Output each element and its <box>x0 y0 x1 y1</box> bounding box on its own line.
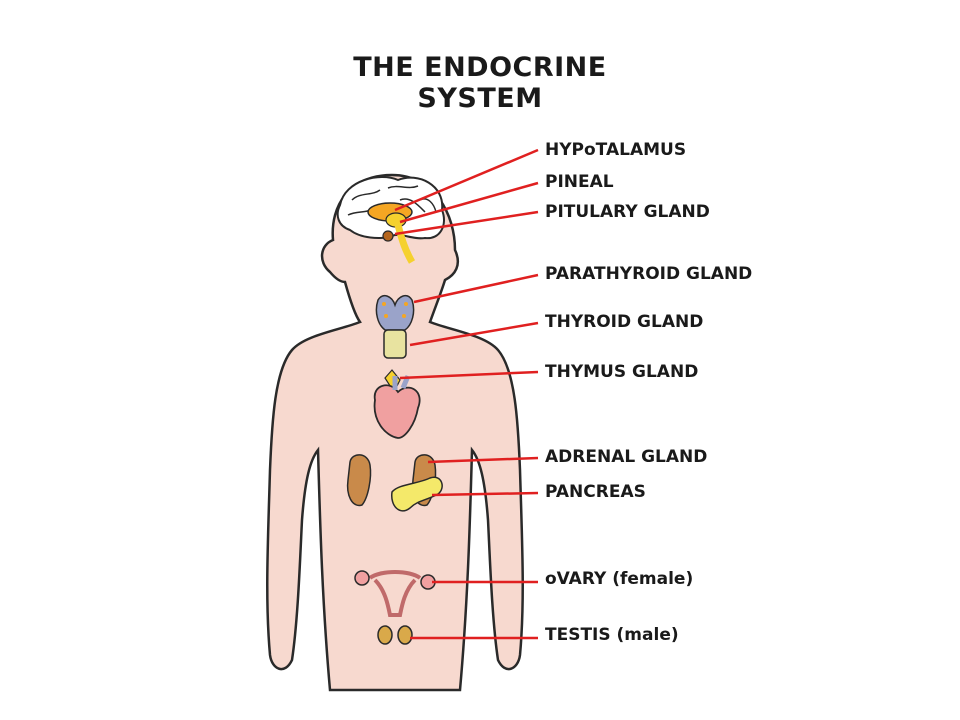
label-hypothalamus: HYPoTALAMUS <box>545 140 687 160</box>
right-testis-shape <box>397 625 413 645</box>
arrow-hypothalamus <box>394 148 539 212</box>
uterus-shape <box>368 570 422 617</box>
arrow-pancreas <box>431 491 539 497</box>
brainstem-shape <box>394 224 416 264</box>
arrow-thyroid <box>409 321 539 347</box>
parathyroid-dots <box>382 302 408 318</box>
left-kidney-shape <box>346 454 372 507</box>
label-thymus: THYMUS GLAND <box>545 362 699 382</box>
arrow-parathyroid <box>413 273 539 304</box>
label-pancreas: PANCREAS <box>545 482 646 502</box>
label-thyroid: THYROID GLAND <box>545 312 704 332</box>
arrow-adrenal <box>427 456 539 464</box>
label-ovary: oVARY (female) <box>545 569 694 589</box>
heart-shape <box>373 384 421 439</box>
brain-folds <box>347 185 437 216</box>
trachea-shape <box>383 329 407 359</box>
left-testis-shape <box>377 625 393 645</box>
arrow-pituitary <box>394 210 539 236</box>
label-pineal: PINEAL <box>545 172 614 192</box>
label-testis: TESTIS (male) <box>545 625 679 645</box>
left-ovary-shape <box>354 570 370 586</box>
label-adrenal: ADRENAL GLAND <box>545 447 708 467</box>
pointer-arrows <box>394 148 539 640</box>
arrow-pineal <box>399 181 539 224</box>
pituitary-shape <box>382 230 394 242</box>
diagram-title: THE ENDOCRINE SYSTEM <box>353 52 607 114</box>
label-parathyroid: PARATHYROID GLAND <box>545 264 753 284</box>
arrow-thymus <box>399 370 539 380</box>
label-pituitary: PITULARY GLAND <box>545 202 710 222</box>
